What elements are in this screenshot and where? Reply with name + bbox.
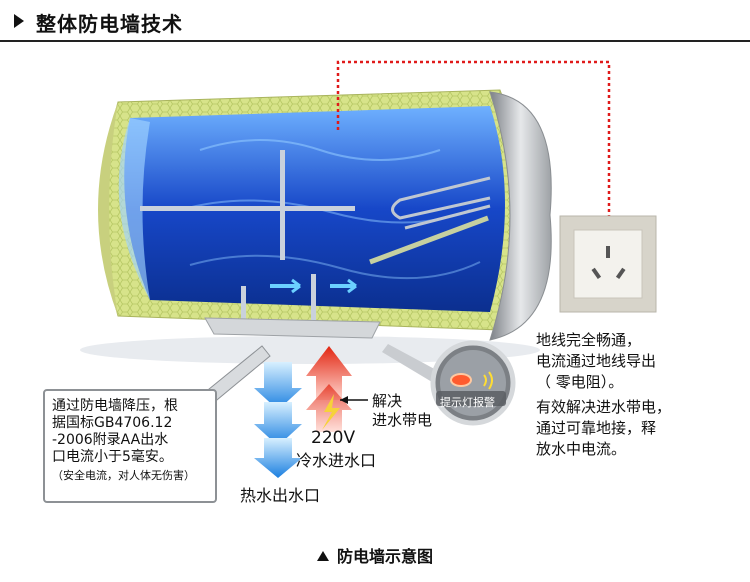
explain-line: 据国标GB4706.12 [52, 415, 173, 431]
right-line: 地线完全畅通， [536, 331, 642, 349]
page-title: 整体防电墙技术 [36, 12, 183, 36]
explain-box-frame [43, 389, 217, 503]
explain-line: 口电流小于5毫安。 [52, 449, 173, 465]
wall-socket [559, 215, 657, 313]
explain-box: 通过防电墙降压，根 据国标GB4706.12 -2006附录AA出水 口电流小于… [52, 398, 212, 484]
solve-inlet-line: 进水带电 [372, 411, 433, 429]
right-line: （ 零电阻）。 [536, 373, 624, 391]
header-rule [0, 40, 750, 42]
header-triangle-icon [14, 14, 24, 28]
solve-inlet-line: 解决 [372, 392, 403, 410]
cold-inlet-label: 冷水进水口 [296, 451, 377, 470]
heating-rod-horizontal [140, 206, 355, 211]
outlet-pipe [241, 286, 246, 322]
heating-coil [391, 176, 491, 230]
header: 整体防电墙技术 [0, 0, 750, 42]
indicator-label-bg [436, 391, 506, 406]
ground-explanation: 地线完全畅通， 电流通过地线导出 （ 零电阻）。 有效解决进水带电， 通过可靠地… [536, 330, 746, 460]
inlet-pipe [311, 274, 316, 322]
tank-end-cap [489, 91, 552, 341]
water-wave [189, 254, 481, 280]
right-line: 电流通过地线导出 [536, 352, 657, 370]
magnifier-pointer [382, 344, 440, 382]
signal-waves-icon [483, 371, 493, 390]
pipe-bracket [204, 317, 381, 339]
ground-wire [336, 60, 611, 240]
lightning-icon [322, 394, 340, 430]
diagram-caption: 防电墙示意图 [0, 543, 750, 567]
solve-pointer-arrowhead-icon [340, 396, 348, 404]
flow-arrow [347, 278, 357, 294]
caption-text: 防电墙示意图 [336, 547, 433, 566]
caption-triangle-icon [316, 551, 329, 561]
explain-line: 通过防电墙降压，根 [52, 398, 178, 414]
explain-line: -2006附录AA出水 [52, 432, 169, 448]
indicator-lamp-light [450, 373, 472, 387]
right-line: 有效解决进水带电， [536, 398, 672, 416]
water-wave [199, 139, 441, 161]
flow-arrow [291, 278, 301, 294]
tank-shadow [80, 336, 540, 364]
right-line: 通过可靠地接，释 [536, 419, 657, 437]
water-heater-tank [98, 89, 552, 341]
inner-wall-glass [118, 118, 150, 300]
heating-rod-vertical [280, 150, 285, 260]
anode-rod [369, 215, 489, 265]
explain-small: （安全电流，对人体无伤害） [52, 469, 195, 482]
outer-jacket-left [98, 102, 118, 316]
hot-water-outlet-arrows [254, 362, 302, 478]
hot-outlet-label: 热水出水口 [240, 486, 321, 505]
solve-inlet-label: 解决 进水带电 [372, 392, 432, 430]
voltage-label: 220V [311, 428, 356, 448]
right-line: 放水中电流。 [536, 440, 627, 458]
indicator-label: 提示灯报警 [440, 396, 495, 409]
